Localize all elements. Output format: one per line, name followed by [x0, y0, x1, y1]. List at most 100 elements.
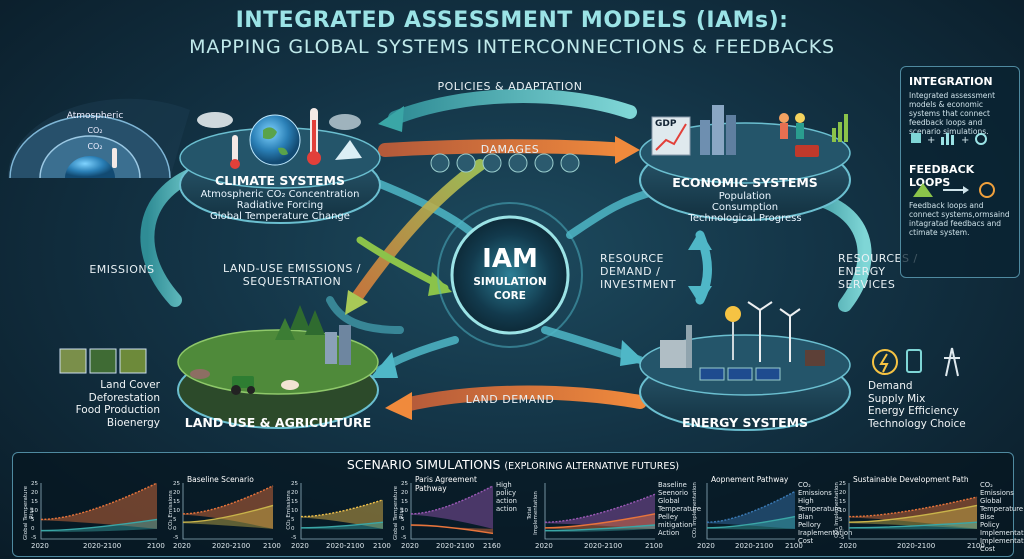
- storm-cloud-icon: [329, 114, 361, 130]
- growth-bar-icon-2: [838, 122, 842, 142]
- thermometer-small-bulb-icon: [230, 159, 240, 169]
- emissions-flow-label: EMISSIONS: [82, 263, 162, 276]
- policies-flow-label: POLICIES & ADAPTATION: [430, 80, 590, 93]
- scenario-chart-ytick: 15: [839, 499, 846, 505]
- scenario-chart-xtick: 2100: [373, 542, 391, 550]
- scenario-chart-ytick: 5: [31, 517, 35, 523]
- climate-title: CLIMATE SYSTEMS: [190, 173, 370, 188]
- smokestack-icon: [686, 325, 692, 368]
- land-title: LAND USE & AGRICULTURE: [178, 415, 378, 430]
- scenario-chart-xtick: 2020-2100: [584, 542, 622, 550]
- policies-arrowhead: [378, 106, 404, 132]
- lightning-icon: [873, 350, 897, 374]
- land-demand-flow-label: LAND DEMAND: [455, 393, 565, 406]
- energy-detail-list: Demand Supply Mix Energy Efficiency Tech…: [868, 380, 1008, 430]
- lightning-bolt-icon: [881, 354, 887, 372]
- scenario-chart-ytick: 25: [839, 481, 846, 487]
- scenario-chart-ytick: -5: [401, 535, 406, 541]
- policies-arrow: [395, 96, 630, 118]
- scenario-chart-ylabel: CO₂ Implementation: [692, 482, 698, 538]
- storm-damage-icon: [431, 154, 449, 172]
- wind-turbine-blades-icon: [748, 302, 772, 324]
- cloud-icon: [197, 112, 233, 128]
- solar-panel-icon: [700, 368, 724, 380]
- scenario-chart-4: Paris Agreement PathwayGlobal Temperatur…: [391, 473, 521, 553]
- core-circle: [452, 217, 568, 333]
- scenario-chart-xtick: 2020: [839, 542, 857, 550]
- city-building-icon: [325, 332, 337, 364]
- economic-detail-tech: Technological Progress: [650, 213, 840, 225]
- scenario-legend-item: CO₂ Emissions: [980, 481, 1024, 497]
- scenario-title-text: SCENARIO SIMULATIONS: [347, 457, 500, 472]
- scenario-chart-ytick: 20: [839, 490, 846, 496]
- economic-detail-population: Population: [650, 191, 840, 203]
- scenario-subtitle: (EXPLORING ALTERNATIVE FUTURES): [504, 461, 679, 472]
- scenario-legend-item: Policy Implementation: [980, 521, 1024, 537]
- person-icon-2: [795, 113, 805, 123]
- scenario-chart-xtick: 2160: [483, 542, 501, 550]
- core-subtitle-2: CORE: [455, 290, 565, 302]
- scenario-chart-xtick: 2100: [263, 542, 281, 550]
- basket-icon: [795, 145, 819, 157]
- land-detail-list: Land Cover Deforestation Food Production…: [40, 379, 160, 429]
- climate-detail-temperature: Global Temperature Change: [180, 211, 380, 223]
- scenario-chart-ytick: 10: [839, 508, 846, 514]
- scenario-chart-xtick: 2020: [401, 542, 419, 550]
- scenario-chart-ytick: 20: [291, 490, 298, 496]
- resource-demand-flow-label: RESOURCE DEMAND / INVESTMENT: [600, 252, 675, 291]
- climate-detail-co2: Atmospheric CO₂ Concentration: [180, 189, 380, 201]
- sun-icon: [725, 306, 741, 322]
- scenario-chart-ytick: 15: [31, 499, 38, 505]
- city-building-icon-2: [339, 325, 351, 365]
- scenario-chart-ytick: 5: [839, 517, 843, 523]
- scenario-chart-ytick: 25: [291, 481, 298, 487]
- sun-damage-icon: [457, 154, 475, 172]
- gear-icon: [976, 134, 986, 144]
- scenario-chart-xtick: 2020-2100: [326, 542, 364, 550]
- energy-detail-supply: Supply Mix: [868, 393, 1008, 406]
- person-icon: [779, 113, 789, 123]
- gdp-label: GDP: [655, 119, 676, 129]
- bar-icon-2: [946, 133, 949, 145]
- scenario-chart-xtick: 2100: [645, 542, 663, 550]
- scenario-legend-item: Implementation Cost: [980, 537, 1024, 553]
- scenario-chart-ylabel: Total Implementation: [527, 485, 539, 541]
- scenario-chart-title: Baseline Scenario: [187, 475, 277, 484]
- feedback-text: Feedback loops and connect systems,ormsa…: [909, 201, 1013, 237]
- scenario-chart-title: Paris Agreement Pathway: [415, 475, 497, 493]
- scenario-chart-xtick: 2020-2100: [83, 542, 121, 550]
- scenario-chart-7: Sustainable Development PathCO₂ Implemen…: [829, 473, 1005, 553]
- growth-bar-icon-3: [844, 114, 848, 142]
- scenario-chart-ytick: 5: [401, 517, 405, 523]
- scenario-chart-xtick: 2020-2100: [735, 542, 773, 550]
- bioenergy-thumb-icon: [120, 349, 146, 373]
- thermometer-small-icon: [232, 135, 238, 163]
- plus-icon-2: +: [961, 135, 969, 146]
- scenario-chart-6: Aopnement PathwayCO₂ Implementation20202…: [687, 473, 823, 553]
- solar-panel-icon-3: [756, 368, 780, 380]
- scenario-chart-ytick: -5: [173, 535, 178, 541]
- scenario-chart-plot-7: [829, 473, 1005, 553]
- tree-icon: [290, 305, 310, 330]
- scenario-chart-ytick: 10: [291, 508, 298, 514]
- scenario-chart-ytick: -5: [291, 535, 296, 541]
- cycle-icon: [980, 183, 994, 197]
- landuse-emissions-flow-label: LAND-USE EMISSIONS / SEQUESTRATION: [222, 262, 362, 288]
- tractor-wheel-icon-2: [247, 386, 255, 394]
- oil-pump-icon: [805, 350, 825, 366]
- scenario-chart-xtick: 2020: [697, 542, 715, 550]
- solar-panel-icon-2: [728, 368, 752, 380]
- integration-icons: + +: [909, 129, 1013, 149]
- power-tower-icon: [944, 348, 960, 376]
- page-title: INTEGRATED ASSESSMENT MODELS (IAMs):: [0, 8, 1024, 33]
- growth-bar-icon: [832, 128, 836, 142]
- atmosphere-co2-label: CO₂: [70, 124, 120, 137]
- deforestation-thumb-icon: [90, 349, 116, 373]
- tree-icon-2: [305, 310, 325, 335]
- scenario-chart-ytick: 15: [173, 499, 180, 505]
- scenario-chart-1: Global Temperature Rise2520151050-520202…: [21, 473, 159, 553]
- tractor-wheel-icon: [231, 385, 241, 395]
- bar-icon-3: [951, 135, 954, 145]
